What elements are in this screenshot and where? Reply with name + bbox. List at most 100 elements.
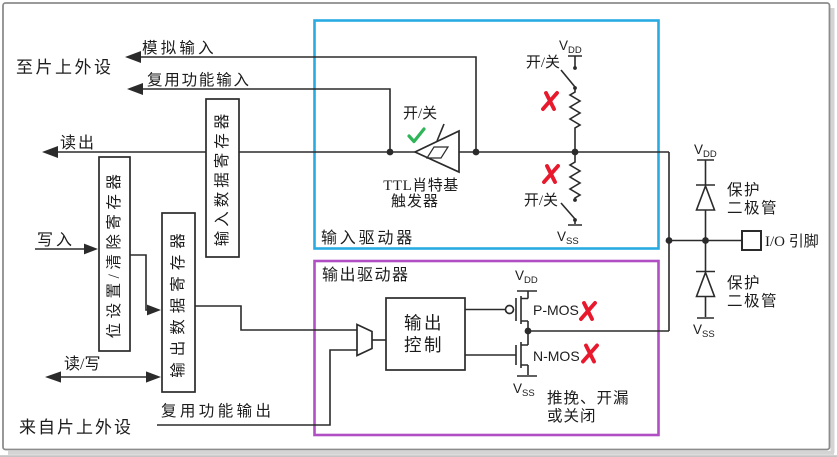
mos-vdd-sub: DD [524, 275, 538, 286]
schmitt-trigger-label-line2: 触发器 [391, 193, 439, 210]
read-write-right-arrowhead [146, 371, 161, 383]
diode-vdd-v: V [694, 142, 703, 157]
pull-down-switch-blade [560, 202, 576, 220]
bottom-protection-diode-label-line1: 保护 [727, 274, 761, 292]
screenshot-bottom-edge [0, 455, 837, 457]
alternate-function-output-label: 复用功能输出 [161, 402, 274, 420]
diode-vdd-label: VDD [694, 142, 717, 160]
junction-dot [386, 148, 394, 156]
output-data-register-box [161, 212, 196, 393]
vdd-rail-diode [697, 159, 714, 185]
analog-input-label: 模拟输入 [142, 39, 217, 57]
io-pin-label: I/O 引脚 [765, 233, 819, 250]
junction-dots [386, 148, 709, 335]
top-protection-diode-label-line2: 二极管 [727, 199, 778, 217]
output-control-stage [356, 297, 466, 371]
bit-set-reset-register-label: 位设置/清除寄存器 [105, 170, 123, 339]
mos-vss-v: V [513, 381, 522, 396]
pmos-bubble-icon [504, 304, 515, 315]
diode-vss-v: V [693, 322, 702, 337]
vdd-v: V [559, 38, 568, 53]
frame-shadow-right [830, 8, 835, 453]
pull-up-vdd-label: VDD [559, 38, 582, 56]
alternate-function-input-wire [142, 88, 391, 152]
read-write-left-arrowhead [45, 371, 61, 383]
junction-dot [665, 237, 673, 244]
mos-vss-sub: SS [522, 388, 535, 399]
pmos-disabled-cross-icon [579, 301, 597, 321]
mux-symbol [356, 323, 373, 357]
vdd-rail-top [568, 55, 582, 67]
diode-vss-label: VSS [693, 322, 715, 340]
junction-dot [702, 237, 709, 244]
alternate-function-input-arrowhead [127, 83, 143, 95]
nmos-symbol [465, 331, 529, 375]
junction-dot [472, 148, 480, 156]
write-arrowhead [84, 243, 98, 255]
output-data-register-label: 输出数据寄存器 [169, 227, 187, 378]
schmitt-trigger-symbol [412, 129, 460, 174]
output-mode-label-line1: 推挽、开漏 [547, 389, 630, 407]
diode-vss-sub: SS [702, 329, 715, 340]
bottom-protection-diode-label-line2: 二极管 [727, 292, 778, 310]
arrowheads [42, 51, 161, 383]
output-register-to-mux-wire [195, 305, 357, 331]
mos-output-stage [465, 290, 537, 377]
bit-set-reset-register-box [98, 156, 131, 352]
vss-v: V [557, 229, 566, 244]
trigger-switch-tick [436, 123, 445, 142]
output-control-label-line1: 输出 [404, 313, 444, 333]
pmos-label: P-MOS [533, 302, 579, 318]
junction-dot [524, 327, 532, 335]
frame-shadow-bottom [8, 450, 834, 455]
analog-input-wire [140, 56, 477, 152]
switch-terminal [573, 198, 577, 202]
vss-rail-bottom [568, 220, 582, 226]
input-data-register-label: 输入数据寄存器 [213, 110, 231, 247]
pull-up-switch-blade [560, 69, 576, 88]
mos-vdd-label: VDD [515, 268, 538, 286]
output-control-label-line2: 控制 [404, 335, 444, 355]
top-protection-diode-label-line1: 保护 [727, 181, 761, 199]
protection-diodes [695, 159, 716, 319]
vdd-rail-mos [517, 290, 537, 299]
output-driver-title: 输出驱动器 [322, 266, 410, 284]
registers [98, 98, 240, 393]
hysteresis-icon [425, 146, 450, 159]
pull-down-switch-label: 开/关 [524, 192, 558, 209]
analog-input-arrowhead [125, 51, 141, 63]
pull-up-resistor [568, 88, 582, 152]
mos-vdd-v: V [515, 268, 524, 283]
alternate-function-input-label: 复用功能输入 [147, 71, 251, 89]
input-data-register-box [205, 98, 240, 258]
switch-terminal [573, 66, 577, 70]
pull-down-vss-label: VSS [557, 229, 579, 247]
pull-down-disabled-cross-icon [542, 164, 560, 184]
to-on-chip-peripheral-label: 至片上外设 [16, 58, 114, 77]
junction-dot [571, 148, 579, 156]
nmos-disabled-cross-icon [581, 343, 599, 364]
input-driver-title: 输入驱动器 [321, 229, 415, 247]
vdd-sub: DD [568, 45, 582, 56]
status-marks [407, 91, 599, 364]
input-driver-box [313, 19, 660, 250]
pmos-symbol [515, 296, 529, 331]
pull-up-disabled-cross-icon [541, 91, 559, 111]
output-driver-box [313, 259, 660, 437]
write-label: 写入 [37, 232, 75, 249]
output-mode-label-line2: 或关闭 [547, 407, 597, 425]
from-on-chip-peripheral-label: 来自片上外设 [19, 418, 133, 437]
read-label: 读出 [60, 134, 96, 152]
alternate-function-output-wire [157, 349, 357, 426]
schmitt-trigger-label-line1: TTL肖特基 [383, 177, 459, 194]
pull-down-resistor [568, 152, 582, 199]
vss-rail-diode [697, 296, 714, 319]
bitset-connector-arrowhead [147, 304, 161, 316]
vss-sub: SS [566, 236, 579, 247]
read-arrowhead [42, 146, 58, 158]
trigger-switch-label: 开/关 [403, 105, 437, 122]
pull-up-down-network [560, 55, 582, 226]
diode-vdd-sub: DD [703, 149, 717, 160]
read-write-label: 读/写 [64, 355, 100, 373]
